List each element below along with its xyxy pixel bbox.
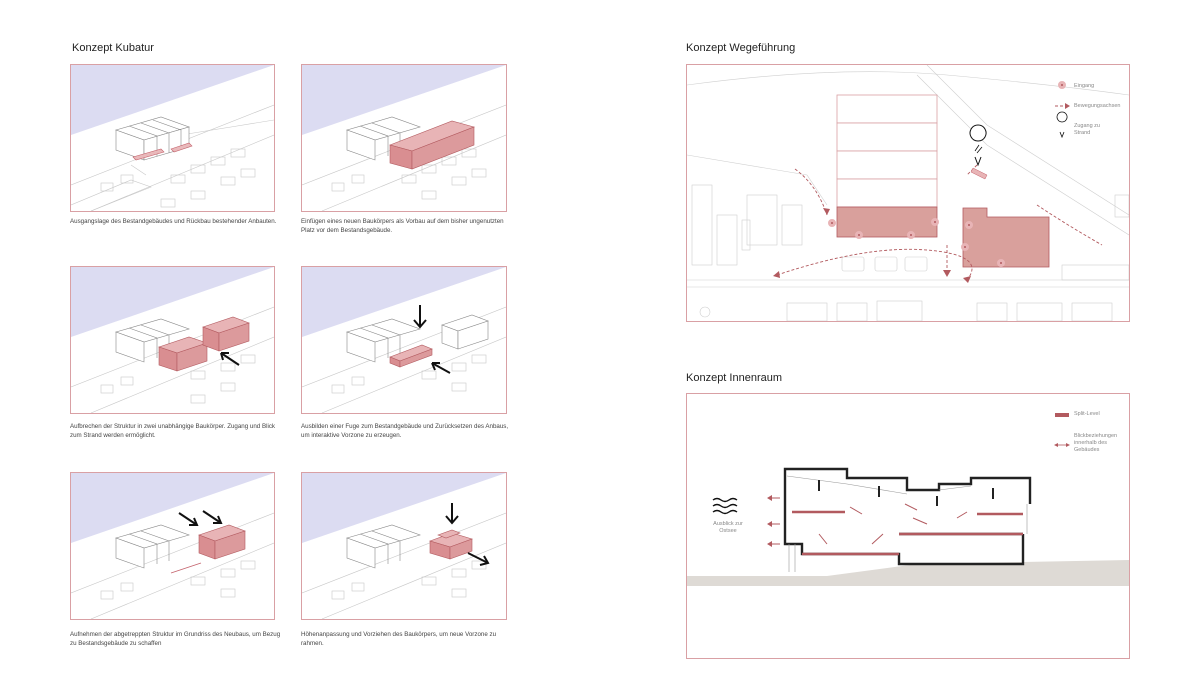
innen-section: Split-Level Blickbeziehungen innerhalb d… <box>686 393 1130 659</box>
legend-movement-label: Bewegungsachsen <box>1074 103 1121 109</box>
kubatur-diagram-5 <box>70 472 275 620</box>
legend-split-label: Split-Level <box>1074 411 1100 417</box>
kubatur-diagram-6 <box>301 472 507 620</box>
kubatur-caption-4: Ausbilden einer Fuge zum Bestandgebäude … <box>301 423 509 439</box>
legend-entrance-icon <box>1058 81 1066 89</box>
sea-waves-icon <box>712 497 738 515</box>
kubatur-caption-1: Ausgangslage des Bestandgebäudes und Rüc… <box>70 218 277 225</box>
legend-split-icon <box>1055 413 1069 417</box>
innen-title: Konzept Innenraum <box>686 372 783 384</box>
kubatur-diagram-1 <box>70 64 275 212</box>
ostsee-view-label: Ausblick zur Ostsee <box>713 521 743 534</box>
beach-pin-icon <box>969 124 987 167</box>
kubatur-caption-5: Aufnehmen der abgetreppten Struktur im G… <box>70 631 281 647</box>
wege-title: Konzept Wegeführung <box>686 42 796 54</box>
kubatur-caption-2: Einfügen eines neuen Baukörpers als Vorb… <box>301 218 504 234</box>
wege-site-plan: Eingang Bewegungsachsen Zugang zu Strand <box>686 64 1130 322</box>
kubatur-caption-6: Höhenanpassung und Vorziehen des Baukörp… <box>301 631 497 647</box>
kubatur-caption-3: Aufbrechen der Struktur in zwei unabhäng… <box>70 423 276 439</box>
kubatur-diagram-2 <box>301 64 507 212</box>
legend-views-label: Blickbeziehungen innerhalb des Gebäudes <box>1074 433 1118 453</box>
legend-entrance-label: Eingang <box>1074 83 1095 89</box>
legend-beach-icon <box>1056 111 1068 139</box>
kubatur-title: Konzept Kubatur <box>72 42 154 54</box>
legend-beach-label: Zugang zu Strand <box>1074 123 1100 136</box>
kubatur-diagram-3 <box>70 266 275 414</box>
kubatur-diagram-4 <box>301 266 507 414</box>
